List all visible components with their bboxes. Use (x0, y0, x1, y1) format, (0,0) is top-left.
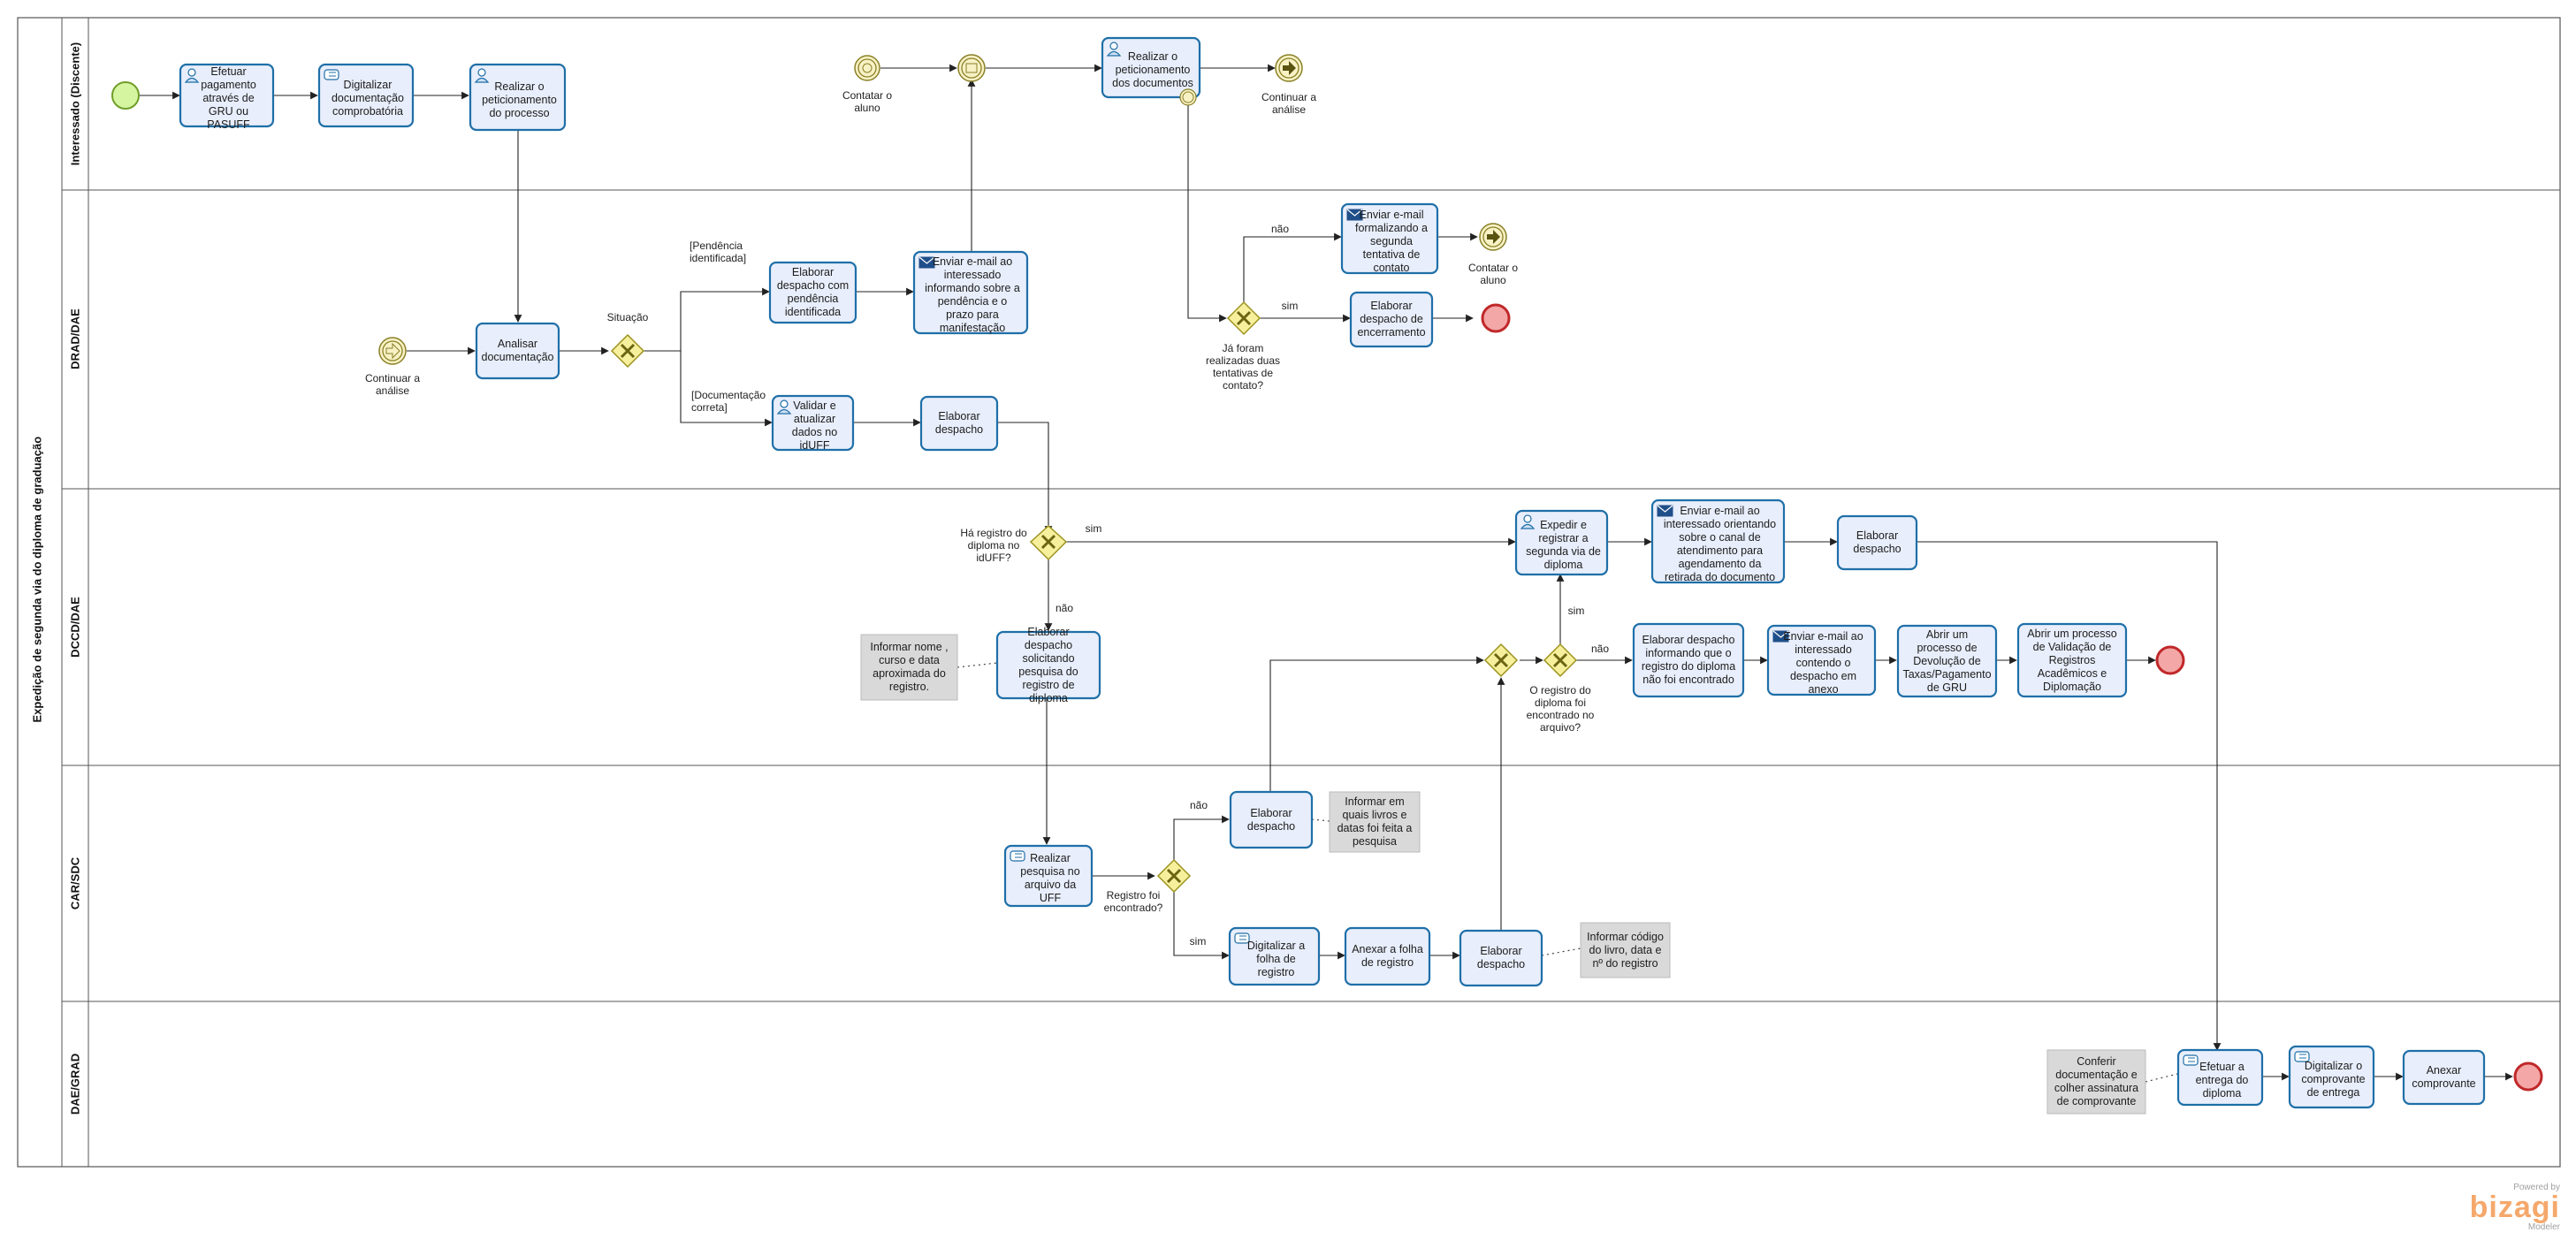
task-shapes (179, 36, 2486, 1109)
continuar-analise-catch-event (378, 337, 407, 365)
end-event-encerramento (1481, 303, 1511, 333)
gateway-merge (1483, 643, 1519, 678)
task-analisar[interactable] (475, 322, 560, 380)
task-despacho-car-sim[interactable] (1459, 929, 1543, 987)
events (111, 54, 2543, 1092)
continuar-analise-link-event (1275, 54, 1303, 82)
end-event-grad (2513, 1062, 2543, 1092)
task-validacao[interactable] (2016, 622, 2128, 698)
task-expedir[interactable] (1514, 509, 1609, 576)
task-email-segunda[interactable] (1340, 202, 1439, 275)
contatar-aluno-top-event (854, 55, 880, 81)
gateway-tentativas (1226, 301, 1261, 336)
annotation-shapes (860, 634, 2146, 1115)
task-despacho-drad[interactable] (919, 395, 999, 452)
user-task-icon (1520, 514, 1536, 529)
task-validar[interactable] (771, 394, 855, 452)
pool (17, 17, 2561, 1168)
task-despacho-car-nao[interactable] (1229, 790, 1314, 849)
user-task-icon (184, 68, 200, 83)
contatar-aluno-link-event (1479, 223, 1507, 251)
gateway-encontrado-arquivo (1543, 643, 1578, 678)
gateway-registro-encontrado (1156, 858, 1192, 894)
gateways (610, 301, 1578, 894)
task-email-pendencia[interactable] (912, 250, 1029, 335)
manual-task-icon (1234, 932, 1250, 944)
user-task-icon (776, 400, 792, 415)
mail-icon (1772, 630, 1789, 643)
task-entrega[interactable] (2176, 1048, 2264, 1107)
task-despacho-dccd[interactable] (1836, 514, 1918, 571)
user-task-icon (1106, 42, 1122, 57)
merge-intermediate-event (957, 54, 986, 82)
task-email-canal[interactable] (1650, 498, 1786, 584)
mail-icon (918, 256, 935, 269)
task-anexar-comprovante[interactable] (2402, 1049, 2486, 1106)
task-pesquisa-arquivo[interactable] (1003, 844, 1094, 908)
gateway-ha-registro (1029, 524, 1068, 561)
start-event (111, 81, 140, 110)
task-devolucao[interactable] (1896, 624, 1998, 698)
manual-task-icon (2294, 1051, 2310, 1062)
sequence-flows (139, 64, 2513, 1081)
task-despacho-pendencia[interactable] (768, 261, 857, 324)
manual-task-icon (324, 69, 339, 80)
task-digitalizar-folha[interactable] (1228, 926, 1321, 986)
associations (956, 662, 2178, 1083)
task-despacho-pesquisa[interactable] (995, 630, 1101, 700)
manual-task-icon (2183, 1054, 2199, 1066)
end-event-dccd (2155, 645, 2185, 675)
mail-icon (1346, 209, 1363, 221)
boundary-timer-event (1179, 88, 1197, 106)
gateway-situacao (610, 333, 645, 369)
user-task-icon (474, 68, 490, 83)
task-pagamento[interactable] (179, 63, 275, 128)
task-despacho-encerramento[interactable] (1349, 291, 1434, 348)
task-peticionamento-docs[interactable] (1101, 36, 1201, 99)
mail-icon (1657, 505, 1673, 517)
manual-task-icon (1010, 850, 1025, 862)
task-digitalizar-comprovante[interactable] (2288, 1045, 2375, 1109)
task-email-anexo[interactable] (1766, 624, 1877, 696)
task-peticionamento[interactable] (469, 63, 567, 132)
task-despacho-nao-encontrado[interactable] (1632, 622, 1745, 698)
task-anexar-folha[interactable] (1344, 926, 1431, 986)
task-digitalizar-doc[interactable] (317, 63, 415, 128)
